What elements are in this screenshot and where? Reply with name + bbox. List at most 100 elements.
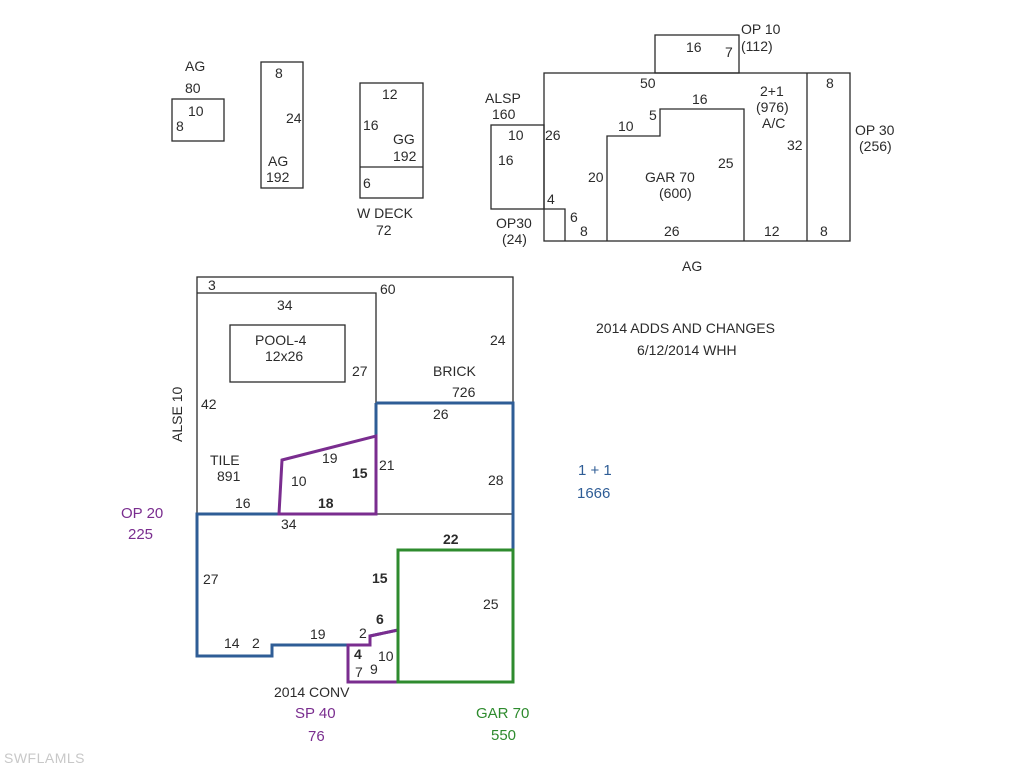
dim-14: 14 — [224, 635, 240, 651]
op10-w: 16 — [686, 39, 702, 55]
op10-h: 7 — [725, 44, 733, 60]
alsp-box — [490, 124, 545, 210]
ag-a-side1: 10 — [188, 103, 204, 119]
op30s-area: (24) — [502, 231, 527, 247]
pool-title: POOL-4 — [255, 332, 307, 348]
dim-28: 28 — [488, 472, 504, 488]
watermark: SWFLAMLS — [4, 750, 86, 766]
dim-24: 24 — [490, 332, 506, 348]
gg-title: GG — [393, 131, 415, 147]
ag-b-side: 24 — [286, 110, 302, 126]
ag-b-top: 8 — [275, 65, 283, 81]
dim-15a: 15 — [352, 465, 368, 481]
gar-area: (600) — [659, 185, 692, 201]
brick-title: BRICK — [433, 363, 476, 379]
op20-title: OP 20 — [121, 505, 163, 522]
dim-10b: 10 — [378, 648, 394, 664]
ac-area: (976) — [756, 99, 789, 115]
alsp-h: 26 — [545, 127, 561, 143]
op20-area: 225 — [128, 526, 153, 543]
dim-10a: 10 — [291, 473, 307, 489]
ag-tall-box — [260, 61, 304, 189]
sp40-title: SP 40 — [295, 705, 336, 722]
dim-8b: 8 — [826, 75, 834, 91]
dim-26b: 26 — [433, 406, 449, 422]
sp40-area: 76 — [308, 728, 325, 745]
inner-enclosure — [197, 292, 377, 403]
dim-19b: 19 — [310, 626, 326, 642]
tile-title: TILE — [210, 452, 240, 468]
gg-box — [359, 82, 424, 199]
op30-title: OP 30 — [855, 122, 895, 138]
dim-16b: 16 — [692, 91, 708, 107]
dim-34a: 34 — [277, 297, 293, 313]
dim-16c: 16 — [235, 495, 251, 511]
brick-area: 726 — [452, 384, 476, 400]
dim-8c: 8 — [820, 223, 828, 239]
alsp-16: 16 — [498, 152, 514, 168]
alsp-area: 160 — [492, 106, 516, 122]
dim-7: 7 — [355, 664, 363, 680]
dim-21: 21 — [379, 457, 395, 473]
op30s-title: OP30 — [496, 215, 532, 231]
dim-6: 6 — [570, 209, 578, 225]
deck-area: 72 — [376, 222, 392, 238]
dim-27b: 27 — [203, 571, 219, 587]
dim-2a: 2 — [359, 625, 367, 641]
ag-a-title: AG — [185, 58, 205, 74]
dim-6b: 6 — [376, 611, 384, 627]
op30-small — [544, 208, 566, 241]
ac-sub: A/C — [762, 115, 785, 131]
pool-size: 12x26 — [265, 348, 303, 364]
op30-area: (256) — [859, 138, 892, 154]
dim-26: 26 — [664, 223, 680, 239]
living-area: 1666 — [577, 485, 610, 502]
ag-a-side2: 8 — [176, 118, 184, 134]
conv-title: 2014 CONV — [274, 684, 350, 700]
dim-22: 22 — [443, 531, 459, 547]
ac-title: 2+1 — [760, 83, 784, 99]
alsp-w: 10 — [508, 127, 524, 143]
gar-title: GAR 70 — [645, 169, 695, 185]
dim-20: 20 — [588, 169, 604, 185]
dim-8a: 8 — [580, 223, 588, 239]
deck-title: W DECK — [357, 205, 414, 221]
tile-area: 891 — [217, 468, 241, 484]
sp40-upper — [277, 434, 378, 516]
gg-area: 192 — [393, 148, 417, 164]
dim-15b: 15 — [372, 570, 388, 586]
dim-19a: 19 — [322, 450, 338, 466]
note-line2: 6/12/2014 WHH — [637, 342, 737, 358]
dim-5: 5 — [649, 107, 657, 123]
dim-9: 9 — [370, 661, 378, 677]
pool-rect — [229, 324, 346, 383]
ag-small-box — [171, 98, 225, 142]
ag-a-area: 80 — [185, 80, 201, 96]
deck-side: 6 — [363, 175, 371, 191]
dim-18: 18 — [318, 495, 334, 511]
dim-3: 3 — [208, 277, 216, 293]
note-line1: 2014 ADDS AND CHANGES — [596, 320, 775, 336]
gg-side: 16 — [363, 117, 379, 133]
dim-34b: 34 — [281, 516, 297, 532]
dim-12: 12 — [764, 223, 780, 239]
alsp-title: ALSP — [485, 90, 521, 106]
op10-area: (112) — [741, 38, 773, 54]
garage2-title: GAR 70 — [476, 705, 529, 722]
garage-outline — [606, 108, 745, 241]
dim-42: 42 — [201, 396, 217, 412]
dim-25: 25 — [718, 155, 734, 171]
top50: 50 — [640, 75, 656, 91]
dim-4b: 4 — [354, 646, 362, 662]
dim-10: 10 — [618, 118, 634, 134]
dim-32: 32 — [787, 137, 803, 153]
op10-title: OP 10 — [741, 21, 781, 37]
dim-25b: 25 — [483, 596, 499, 612]
dim-2b: 2 — [252, 635, 260, 651]
gg-top: 12 — [382, 86, 398, 102]
dim-60: 60 — [380, 281, 396, 297]
ag-b-title: AG — [268, 153, 288, 169]
garage2-area: 550 — [491, 727, 516, 744]
dim-27a: 27 — [352, 363, 368, 379]
